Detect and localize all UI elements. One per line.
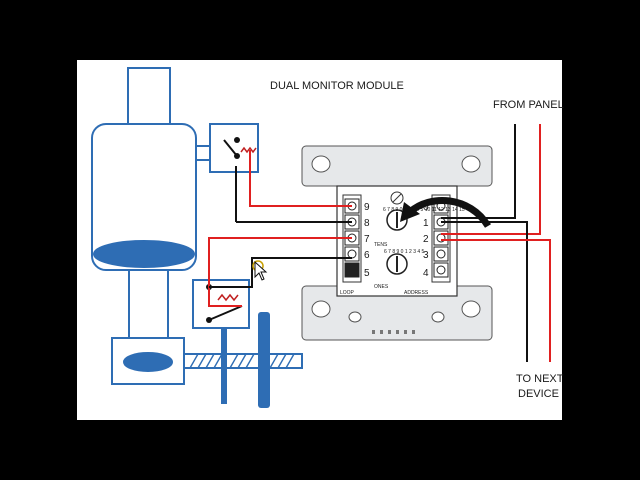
address-label: ADDRESS: [404, 290, 429, 296]
tens-digits: 6 7 8 9 0 1 2 3 4 5 10 11 12 13 14 15: [383, 207, 465, 213]
terminal-label: 6: [364, 250, 370, 261]
device-label: DEVICE: [518, 388, 559, 400]
module-plate: [301, 145, 493, 341]
ones-digits: 6 7 8 9 0 1 2 3 4 5: [384, 249, 425, 255]
mouse-cursor-icon: [252, 260, 268, 281]
terminal-label: 1: [423, 218, 429, 229]
ones-label: ONES: [374, 284, 389, 290]
valve-stem-icon: [183, 312, 303, 408]
diagram-title: DUAL MONITOR MODULE: [270, 80, 404, 92]
loop-label: LOOP: [340, 290, 355, 296]
terminal-label: 4: [423, 268, 429, 279]
terminal-label: 9: [364, 202, 370, 213]
wiring: [208, 124, 551, 362]
terminal-label: 2: [423, 234, 429, 245]
tank-icon: [91, 67, 211, 385]
terminal-label: 7: [364, 234, 370, 245]
terminal-label: 0: [423, 202, 429, 213]
to-next-label: TO NEXT: [516, 373, 564, 385]
from-panel-label: FROM PANEL: [493, 99, 564, 111]
terminal-label: 5: [364, 268, 370, 279]
ones-rotary-switch: 6 7 8 9 0 1 2 3 4 5: [384, 249, 425, 275]
terminal-label: 8: [364, 218, 370, 229]
tens-label: TENS: [374, 242, 388, 248]
terminal-label: 3: [423, 250, 429, 261]
